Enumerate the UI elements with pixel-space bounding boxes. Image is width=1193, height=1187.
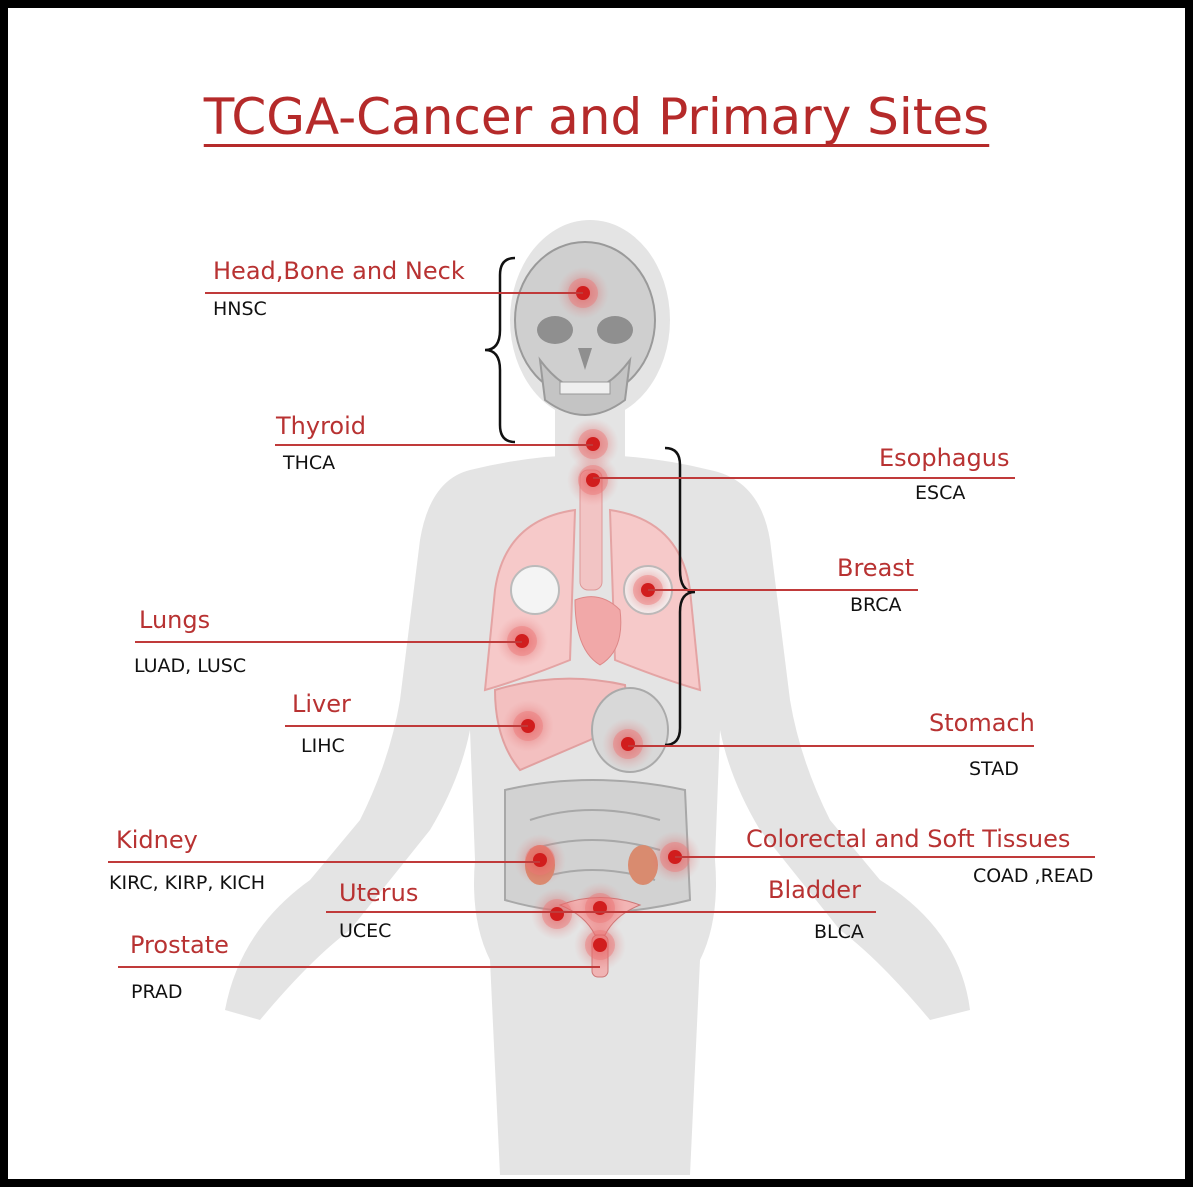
site-name-kidney: Kidney [116, 826, 198, 854]
site-name-prostate: Prostate [130, 931, 229, 959]
breast-tissue-illustration-left [511, 566, 559, 614]
site-code-kidney: KIRC, KIRP, KICH [109, 872, 265, 894]
site-marker-kidney [514, 834, 566, 886]
site-code-breast: BRCA [850, 594, 902, 616]
site-marker-uterus-2 [531, 888, 583, 940]
site-marker-prostate [574, 919, 626, 971]
site-code-stomach: STAD [969, 758, 1019, 780]
site-name-uterus: Uterus [339, 879, 418, 907]
site-marker-esophagus [567, 454, 619, 506]
site-name-lungs: Lungs [139, 606, 210, 634]
site-name-bladder: Bladder [768, 876, 861, 904]
site-name-breast: Breast [837, 554, 914, 582]
site-code-prostate: PRAD [131, 981, 183, 1003]
site-code-bladder: BLCA [814, 921, 864, 943]
site-code-esophagus: ESCA [915, 482, 965, 504]
site-name-esophagus: Esophagus [879, 444, 1009, 472]
site-name-colorectal: Colorectal and Soft Tissues [746, 825, 1070, 853]
site-name-head: Head,Bone and Neck [213, 257, 465, 285]
site-marker-stomach [602, 718, 654, 770]
site-code-thyroid: THCA [283, 452, 335, 474]
site-code-colorectal: COAD ,READ [973, 865, 1093, 887]
site-code-head: HNSC [213, 298, 267, 320]
site-name-thyroid: Thyroid [276, 412, 366, 440]
site-name-stomach: Stomach [929, 709, 1035, 737]
site-name-liver: Liver [292, 690, 351, 718]
site-code-liver: LIHC [301, 735, 345, 757]
site-code-uterus: UCEC [339, 920, 391, 942]
head-bracket [485, 258, 515, 442]
site-code-lungs: LUAD, LUSC [134, 655, 246, 677]
